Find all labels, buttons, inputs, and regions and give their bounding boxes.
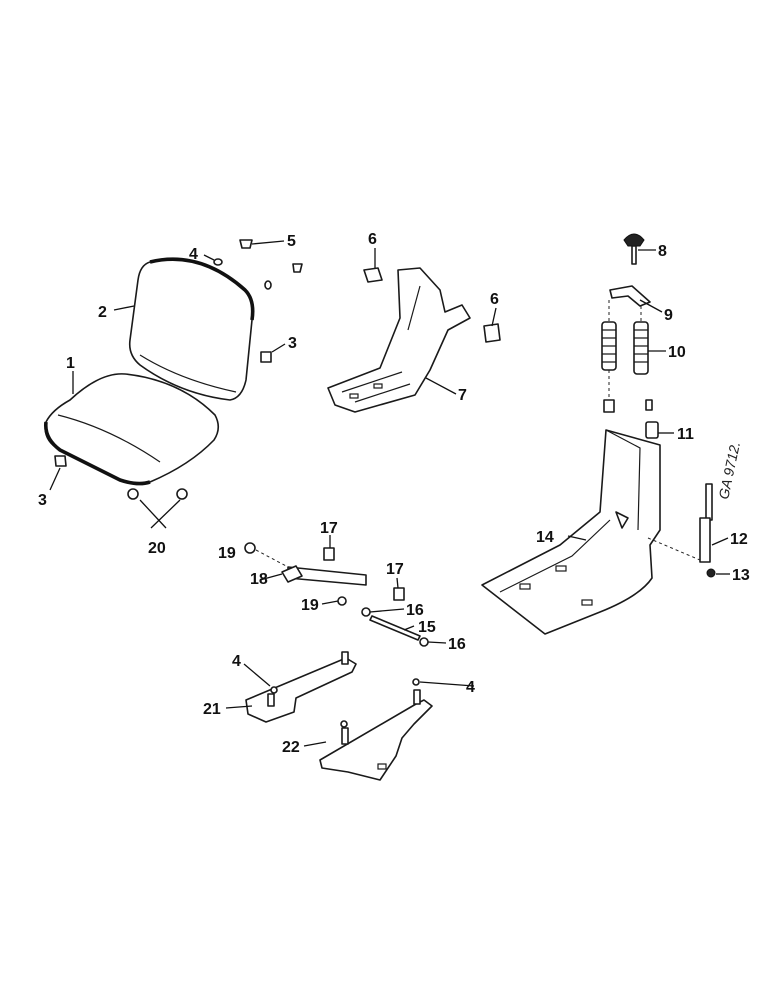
callout-12: 12 (730, 531, 748, 548)
callout-16: 16 (448, 636, 466, 653)
callout-9: 9 (664, 307, 673, 324)
bushing-3-left (54, 455, 67, 467)
bushing-3-upper (260, 351, 272, 363)
callout-5: 5 (287, 233, 296, 250)
callout-14: 14 (536, 529, 554, 546)
nut-13 (706, 568, 716, 578)
seat-cushion (43, 373, 220, 486)
mounting-plate-22 (319, 678, 433, 781)
callout-18: 18 (250, 571, 268, 588)
callout-10: 10 (668, 344, 686, 361)
callout-21: 21 (203, 701, 221, 718)
callout-17: 17 (386, 561, 404, 578)
callout-22: 22 (282, 739, 300, 756)
seat-backrest (128, 257, 255, 401)
linkage-assembly (244, 542, 429, 647)
callout-11: 11 (677, 426, 694, 443)
callout-4: 4 (466, 679, 475, 696)
leader-lines (49, 240, 730, 747)
callout-13: 13 (732, 567, 750, 584)
nuts-20 (127, 488, 188, 500)
shock-absorber-12 (647, 483, 713, 563)
callout-19: 19 (218, 545, 236, 562)
callout-19: 19 (301, 597, 319, 614)
callout-4: 4 (232, 653, 241, 670)
seat-support-bracket (327, 267, 501, 413)
callout-1: 1 (66, 355, 75, 372)
callout-3: 3 (288, 335, 297, 352)
callout-2: 2 (98, 304, 107, 321)
callout-7: 7 (458, 387, 467, 404)
callout-20: 20 (148, 540, 166, 557)
seat-frame (481, 429, 661, 635)
adjuster-knob-8 (623, 233, 645, 265)
bushing-11 (645, 421, 659, 439)
bracket-9 (609, 285, 651, 307)
drawing-reference: GA 9712. (715, 440, 743, 501)
mounting-plate-21 (245, 651, 357, 723)
knob-5 (239, 239, 303, 290)
callout-6: 6 (368, 231, 377, 248)
callout-15: 15 (418, 619, 436, 636)
callout-3: 3 (38, 492, 47, 509)
callout-labels: 1 2 3 3 4 5 6 6 7 8 9 10 11 14 12 13 20 … (38, 231, 750, 756)
callout-4: 4 (189, 246, 198, 263)
callout-17: 17 (320, 520, 338, 537)
springs-10 (601, 300, 653, 413)
callout-6: 6 (490, 291, 499, 308)
callout-16: 16 (406, 602, 424, 619)
washer-4-top (213, 258, 223, 266)
callout-8: 8 (658, 243, 667, 260)
